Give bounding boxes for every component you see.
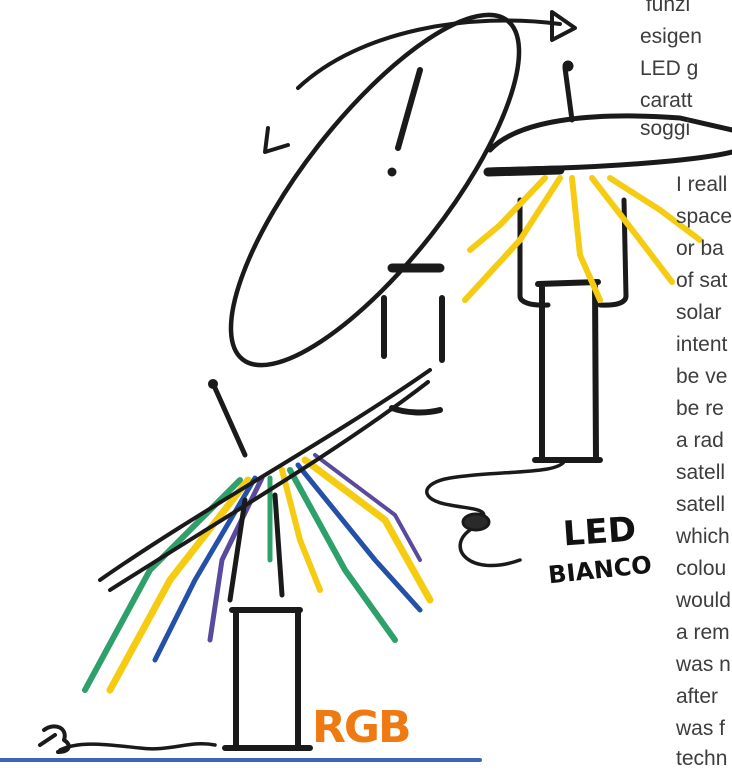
exclamation-dot bbox=[388, 168, 396, 176]
arrow-head-left bbox=[265, 128, 288, 152]
upper-pole bbox=[535, 282, 600, 460]
mast-tip bbox=[563, 61, 573, 71]
ghost-stand-bottom bbox=[392, 408, 440, 412]
lower-cable bbox=[60, 744, 215, 750]
tilted-dish bbox=[186, 0, 564, 404]
dish-rim bbox=[488, 170, 560, 172]
lower-dish bbox=[100, 370, 430, 590]
cable-plug bbox=[463, 514, 489, 530]
led-label-line1: LED bbox=[562, 509, 638, 554]
dish-mast bbox=[565, 68, 572, 120]
lower-mast-tip bbox=[208, 379, 218, 389]
upper-cable bbox=[427, 460, 565, 566]
lower-dish-mast bbox=[215, 388, 245, 455]
rgb-label: RGB bbox=[312, 702, 410, 753]
arrow-head-top bbox=[552, 12, 575, 40]
exclamation-stroke bbox=[398, 70, 420, 148]
lower-pole bbox=[225, 610, 310, 748]
horizontal-dish bbox=[490, 116, 732, 170]
